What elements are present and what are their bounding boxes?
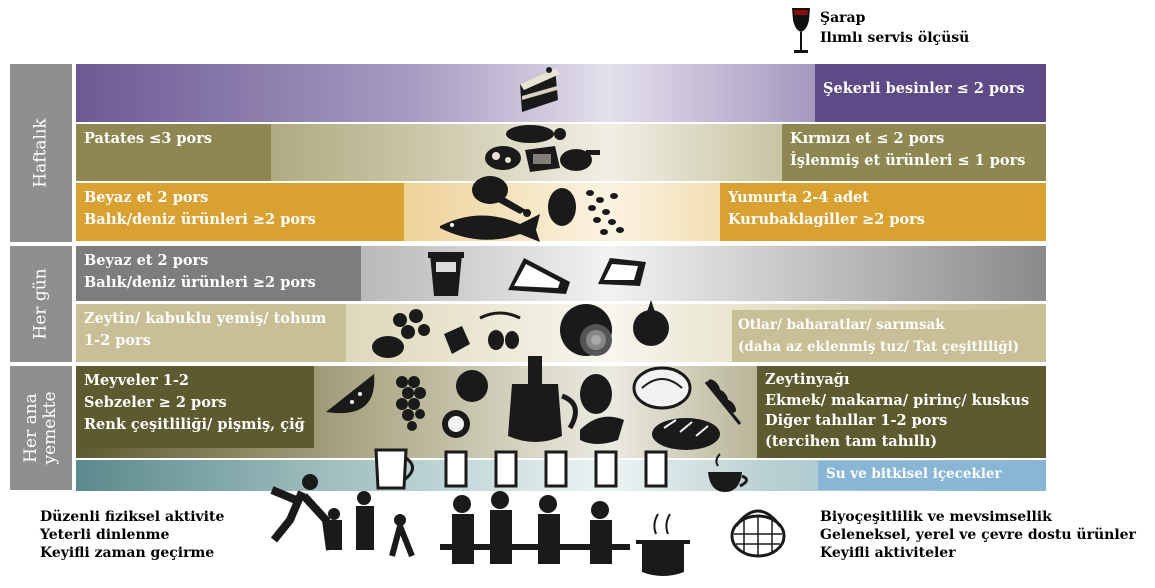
tier-dairy-left-label: Beyaz et 2 pors Balık/deniz ürünleri ≥2 … [76,246,361,301]
tier-fruits-left-line3: Renk çeşitliliği/ pişmiş, çiğ [84,416,305,433]
tier-meat-right-line1: Kırmızı et ≤ 2 pors [790,130,945,147]
bottom-left-list: Düzenli fiziksel aktivite Yeterli dinlen… [40,508,224,562]
yogurt-icon [428,252,464,296]
basket-icon [730,509,786,558]
tier-protein-right-label: Yumurta 2-4 adet Kurubaklagiller ≥2 pors [720,183,1046,241]
bread-icon [652,418,720,450]
tier-dairy-left-line1: Beyaz et 2 pors [84,252,209,269]
side-label-daily: Her gün [10,246,72,362]
side-label-every-meal: Her ana yemekte [10,366,72,490]
tier-fruits-right-line2: Ekmek/ makarna/ pirinç/ kuskus [765,391,1030,409]
bottom-right-line2: Geleneksel, yerel ve çevre dostu ürünler [820,527,1136,543]
tier-olives-right-line2: (daha az eklenmiş tuz/ Tat çeşitliliği) [738,339,1020,355]
bottom-right-line1: Biyoçeşitlilik ve mevsimsellik [820,509,1052,525]
tier-olives-right-label: Otlar/ baharatlar/ sarımsak (daha az ekl… [732,310,1046,362]
cooking-pot-icon [636,513,690,576]
tier-fruits-left-line1: Meyveler 1-2 [84,372,189,389]
tier-dairy-left-line2: Balık/deniz ürünleri ≥2 pors [84,274,316,291]
wine-icon [790,6,812,56]
water-glass-icon [444,450,668,488]
orange-slice-icon [442,410,470,438]
tier-olives-left-label: Zeytin/ kabuklu yemiş/ tohum 1-2 pors [76,304,346,362]
tier-protein-left-line2: Balık/deniz ürünleri ≥2 pors [84,211,316,228]
tier-protein-right-line1: Yumurta 2-4 adet [728,189,869,206]
grapes-icon [396,376,426,431]
bottom-right-list: Biyoçeşitlilik ve mevsimsellik Gelenekse… [820,508,1136,562]
tier-sweets-right-label: Şekerli besinler ≤ 2 pors [815,64,1046,122]
tier-olives-left-line2: 1-2 pors [84,332,151,349]
meat-icon [485,146,600,172]
wine-label: Şarap Ilımlı servis ölçüsü [820,8,969,48]
wine-label-2: Ilımlı servis ölçüsü [820,30,970,46]
cabbage-icon [632,366,692,410]
olives-nuts-icon [372,309,521,358]
onion-icon [560,304,612,356]
tier-meat-left-line1: Patates ≤3 pors [84,130,213,147]
watermelon-icon [326,374,375,414]
tier-meat-right-line2: İşlenmiş et ürünleri ≤ 1 pors [790,152,1026,169]
egg-icon [548,188,576,226]
artichoke-icon [580,374,624,444]
bottom-right-line3: Keyifli aktiviteler [820,545,956,561]
apple-icon [456,370,488,402]
tier-protein-left-label: Beyaz et 2 pors Balık/deniz ürünleri ≥2 … [76,183,404,241]
bottom-left-line2: Yeterli dinlenme [40,527,170,543]
tier-water-right-label: Su ve bitkisel içecekler [818,461,1046,490]
tea-cup-icon [708,453,748,492]
people-exercising-icon [270,474,415,558]
sausage-icon [506,125,566,143]
tier-fruits-left-label: Meyveler 1-2 Sebzeler ≥ 2 pors Renk çeşi… [76,366,314,448]
side-label-weekly: Haftalık [10,64,72,242]
bottom-left-line1: Düzenli fiziksel aktivite [40,509,225,525]
tier-protein-left-line1: Beyaz et 2 pors [84,189,209,206]
tier-fruits-right-line4: (tercihen tam tahıllı) [765,432,938,450]
tier-meat-right-label: Kırmızı et ≤ 2 pors İşlenmiş et ürünleri… [782,124,1046,181]
tier-water-right-line1: Su ve bitkisel içecekler [826,466,1002,482]
tier-sweets-right-line1: Şekerli besinler ≤ 2 pors [823,80,1025,97]
tier-meat-left-label: Patates ≤3 pors [76,124,271,181]
oil-bottle-icon [508,356,578,442]
garlic-icon [633,300,669,346]
bottom-left-line3: Keyifli zaman geçirme [40,545,215,561]
tier-fruits-right-label: Zeytinyağı Ekmek/ makarna/ pirinç/ kusku… [757,366,1046,458]
fish-icon [440,214,540,242]
wine-label-1: Şarap [820,10,866,26]
water-jug-icon [374,448,414,490]
tier-olives-left-line1: Zeytin/ kabuklu yemiş/ tohum [84,310,327,327]
tier-fruits-right-line3: Diğer tahıllar 1-2 pors [765,412,948,429]
tier-fruits-left-line2: Sebzeler ≥ 2 pors [84,394,227,411]
wheat-icon [704,379,742,425]
cheese-icon [508,258,646,294]
family-dining-icon [440,491,630,564]
tier-olives-right-line1: Otlar/ baharatlar/ sarımsak [738,317,945,333]
cake-icon [520,67,560,112]
beans-icon [586,190,624,235]
tier-protein-right-line2: Kurubaklagiller ≥2 pors [728,211,925,228]
chicken-leg-icon [472,176,531,217]
tier-fruits-right-line1: Zeytinyağı [765,371,850,388]
